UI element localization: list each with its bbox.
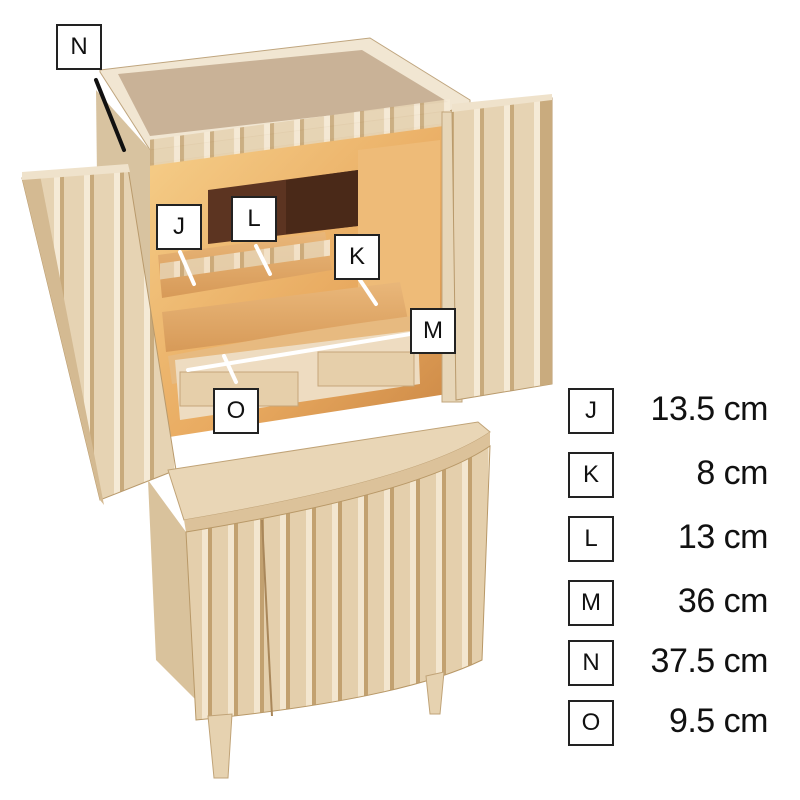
callout-J: J: [156, 204, 202, 250]
legend-row: J 13.5 cm: [568, 388, 769, 434]
callout-K: K: [334, 234, 380, 280]
legend-key: O: [568, 700, 614, 746]
legend-value: 13 cm: [677, 518, 769, 556]
measurement-lines: [94, 78, 412, 384]
legend-key: L: [568, 516, 614, 562]
callout-L: L: [231, 196, 277, 242]
legend-value: 13.5 cm: [650, 390, 769, 428]
legend-value: 37.5 cm: [650, 642, 769, 680]
legend-key: N: [568, 640, 614, 686]
legend-row: N 37.5 cm: [568, 640, 769, 686]
measure-line-L: [254, 244, 272, 276]
legend-row: L 13 cm: [568, 516, 769, 562]
legend-row: M 36 cm: [568, 580, 769, 626]
legend-value: 36 cm: [677, 582, 769, 620]
legend-key: J: [568, 388, 614, 434]
measure-line-M: [186, 332, 412, 372]
right-door: [451, 94, 553, 401]
callout-N: N: [56, 24, 102, 70]
left-door: [21, 164, 177, 505]
callout-O: O: [213, 388, 259, 434]
cabinet-interior: [150, 99, 460, 440]
legend-key: K: [568, 452, 614, 498]
measure-line-O: [222, 354, 238, 384]
legend-value: 9.5 cm: [668, 702, 769, 740]
legend-value: 8 cm: [696, 454, 768, 492]
callout-M: M: [410, 308, 456, 354]
cabinet-legs: [207, 671, 445, 779]
measure-line-N: [94, 78, 126, 152]
legend-key: M: [568, 580, 614, 626]
legend-row: O 9.5 cm: [568, 700, 769, 746]
base-cabinet: [148, 445, 491, 721]
measure-line-J: [178, 250, 196, 286]
legend-row: K 8 cm: [568, 452, 768, 498]
measure-line-K: [358, 278, 378, 306]
base-top: [167, 421, 491, 532]
